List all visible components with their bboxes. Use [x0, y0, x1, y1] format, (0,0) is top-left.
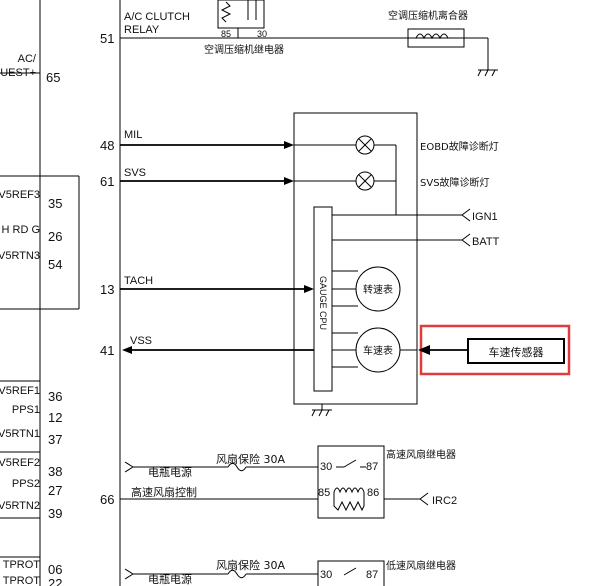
svs-lamp-label: SVS故障诊断灯 — [420, 176, 490, 189]
signal-number: 61 — [100, 174, 114, 189]
fuse-icon — [227, 462, 247, 472]
pin-label: V5REF1 — [0, 385, 40, 397]
signal-number: 66 — [100, 492, 114, 507]
pin-number: 06 — [48, 562, 62, 577]
pin-label: V5REF2 — [0, 457, 40, 469]
signal-label: RELAY — [124, 24, 160, 36]
ac-relay-circuit: 51 A/C CLUTCH RELAY 85 30 空调压缩机继电器 空调压缩机… — [100, 0, 498, 77]
eobd-lamp-label: EOBD故障诊断灯 — [420, 140, 499, 153]
pin-30: 30 — [320, 461, 332, 473]
pin-label: TPROT — [3, 559, 41, 571]
gauge-cpu — [313, 206, 333, 392]
ground-icon — [477, 69, 498, 77]
high-relay-name: 高速风扇继电器 — [386, 448, 456, 461]
pin-87: 87 — [366, 569, 378, 581]
pin-number: 12 — [48, 410, 62, 425]
signal-number: 51 — [100, 31, 114, 46]
cluster-box — [293, 112, 418, 405]
pin-87: 87 — [366, 461, 378, 473]
signal-number: 48 — [100, 138, 114, 153]
ground-icon — [311, 409, 332, 417]
svs-lamp-icon — [355, 171, 375, 191]
signal-label: A/C CLUTCH — [124, 11, 190, 23]
fan-relay-high: 风扇保险 30A 电瓶电源 高速风扇继电器 30 87 85 86 66 高速风… — [100, 445, 457, 519]
pin-label: H RD G — [2, 224, 41, 236]
tachometer-label: 转速表 — [363, 283, 393, 296]
ecu-connector: AC/ UEST+ 65 V5REF3 35 H RD G 26 V5RTN3 … — [0, 0, 80, 586]
pin-85: 85 — [318, 487, 330, 499]
pin-number: 27 — [48, 483, 62, 498]
battery-label: 电瓶电源 — [148, 572, 192, 586]
pin-30: 30 — [320, 569, 332, 581]
pin-label: TPROT — [3, 575, 41, 586]
ac-relay-name: 空调压缩机继电器 — [204, 43, 284, 56]
fuse-icon — [227, 569, 247, 579]
pin-label: V5REF3 — [0, 189, 40, 201]
pin-86: 86 — [367, 487, 379, 499]
ign1-label: IGN1 — [472, 211, 498, 223]
pin-30: 30 — [257, 29, 267, 39]
battery-label: 电瓶电源 — [148, 465, 192, 479]
fuse-label: 风扇保险 30A — [216, 558, 285, 572]
signal-label: MIL — [124, 129, 142, 141]
pin-number: 65 — [46, 70, 60, 85]
signal-label: VSS — [130, 335, 152, 347]
pin-label: V5RTN2 — [0, 500, 40, 512]
pin-label: PPS1 — [12, 404, 40, 416]
low-relay-name: 低速风扇继电器 — [386, 559, 456, 572]
pin-label: V5RTN3 — [0, 250, 40, 262]
eobd-lamp-icon — [355, 135, 375, 155]
ac-relay-box — [217, 0, 265, 29]
low-relay-box — [317, 560, 385, 586]
pin-number: 36 — [48, 389, 62, 404]
gauge-cpu-label: GAUGE CPU — [318, 276, 328, 330]
speed-sensor-label: 车速传感器 — [489, 345, 544, 359]
pin-85: 85 — [221, 29, 231, 39]
pin-label: V5RTN1 — [0, 428, 40, 440]
pin-number: 35 — [48, 196, 62, 211]
irc2-label: IRC2 — [432, 495, 457, 507]
relay-coil-icon — [333, 487, 365, 494]
ac-clutch-label: 空调压缩机离合器 — [388, 9, 468, 22]
speedometer-label: 车速表 — [363, 344, 393, 357]
fan-relay-low: 风扇保险 30A 电瓶电源 低速风扇继电器 30 87 — [124, 558, 456, 586]
signal-label: 高速风扇控制 — [131, 485, 197, 499]
batt-label: BATT — [472, 236, 500, 248]
pin-number: 22 — [48, 576, 62, 586]
pin-number: 54 — [48, 257, 62, 272]
signal-label: SVS — [124, 167, 146, 179]
pin-number: 26 — [48, 229, 62, 244]
pin-number: 37 — [48, 432, 62, 447]
speed-sensor-box — [467, 338, 565, 364]
instrument-cluster: GAUGE CPU 48 MIL EOBD故障诊断灯 61 SVS SVS故障诊… — [100, 112, 500, 417]
ac-clutch-coil — [407, 28, 465, 48]
pin-label: UEST+ — [0, 67, 36, 79]
fuse-label: 风扇保险 30A — [216, 452, 285, 466]
signal-number: 13 — [100, 282, 114, 297]
signal-number: 41 — [100, 343, 114, 358]
pin-number: 39 — [48, 506, 62, 521]
high-relay-box — [317, 445, 385, 519]
signal-label: TACH — [124, 275, 153, 287]
pin-number: 38 — [48, 464, 62, 479]
speed-sensor: 车速传感器 — [418, 324, 571, 376]
pin-label: PPS2 — [12, 478, 40, 490]
tachometer — [355, 266, 401, 312]
pin-label: AC/ — [18, 53, 37, 65]
